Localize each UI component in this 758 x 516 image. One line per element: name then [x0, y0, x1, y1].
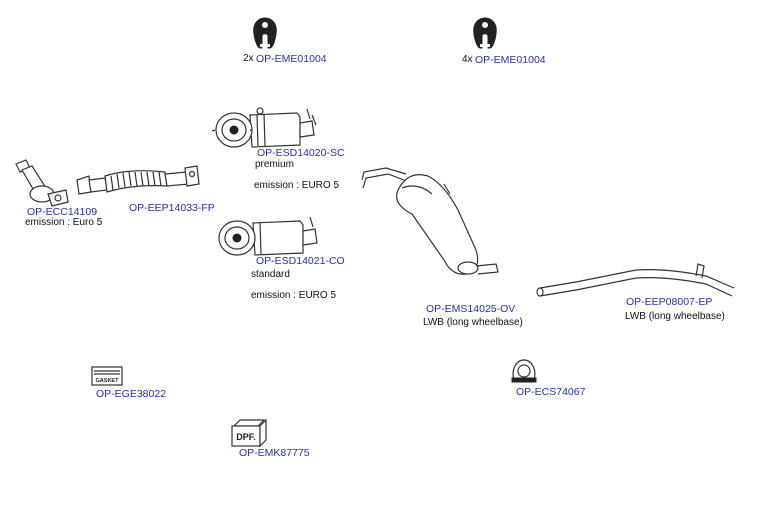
gasket-label: GASKET — [96, 378, 120, 384]
dpf-sc-note-1: premium — [255, 159, 294, 170]
catalyst-note-1: emission : Euro 5 — [25, 217, 103, 228]
rubber-hanger-icon[interactable] — [470, 16, 500, 50]
gasket-icon[interactable]: GASKET — [91, 366, 123, 386]
part-code-mounting-kit[interactable]: OP-EMK87775 — [239, 447, 310, 459]
part-code-tail-pipe[interactable]: OP-EEP08007-EP — [626, 296, 713, 308]
part-code-catalyst[interactable]: OP-ECC14109 — [27, 206, 98, 218]
flex-pipe-icon[interactable] — [75, 162, 205, 202]
dpf-co-note-2: emission : EURO 5 — [251, 290, 337, 301]
hanger-2-qty: 4x — [462, 54, 473, 65]
part-code-muffler[interactable]: OP-EMS14025-OV — [426, 303, 516, 315]
clamp-icon[interactable] — [510, 358, 538, 384]
part-code-hanger-2[interactable]: OP-EME01004 — [475, 54, 546, 66]
part-code-dpf-co[interactable]: OP-ESD14021-CO — [256, 255, 345, 267]
mounting-kit-box-icon[interactable]: DPF. — [230, 418, 268, 448]
tail-pipe-note-1: LWB (long wheelbase) — [625, 311, 725, 322]
part-code-flex-pipe[interactable]: OP-EEP14033-FP — [129, 202, 215, 214]
muffler-note-1: LWB (long wheelbase) — [423, 317, 523, 328]
part-code-dpf-sc[interactable]: OP-ESD14020-SC — [257, 147, 345, 159]
mounting-kit-label: DPF. — [236, 432, 256, 442]
part-code-hanger-1[interactable]: OP-EME01004 — [256, 53, 327, 65]
dpf-filter-icon[interactable] — [215, 213, 335, 261]
dpf-sc-note-2: emission : EURO 5 — [254, 180, 340, 191]
dpf-co-note-1: standard — [251, 269, 290, 280]
rear-muffler-icon[interactable] — [358, 160, 508, 290]
dpf-filter-icon[interactable] — [212, 105, 332, 155]
end-pipe-icon[interactable] — [536, 262, 741, 298]
part-code-gasket[interactable]: OP-EGE38022 — [96, 388, 167, 400]
rubber-hanger-icon[interactable] — [250, 16, 280, 50]
hanger-1-qty: 2x — [243, 53, 254, 64]
catalytic-converter-icon[interactable] — [12, 158, 70, 208]
part-code-clamp[interactable]: OP-ECS74067 — [516, 386, 586, 398]
